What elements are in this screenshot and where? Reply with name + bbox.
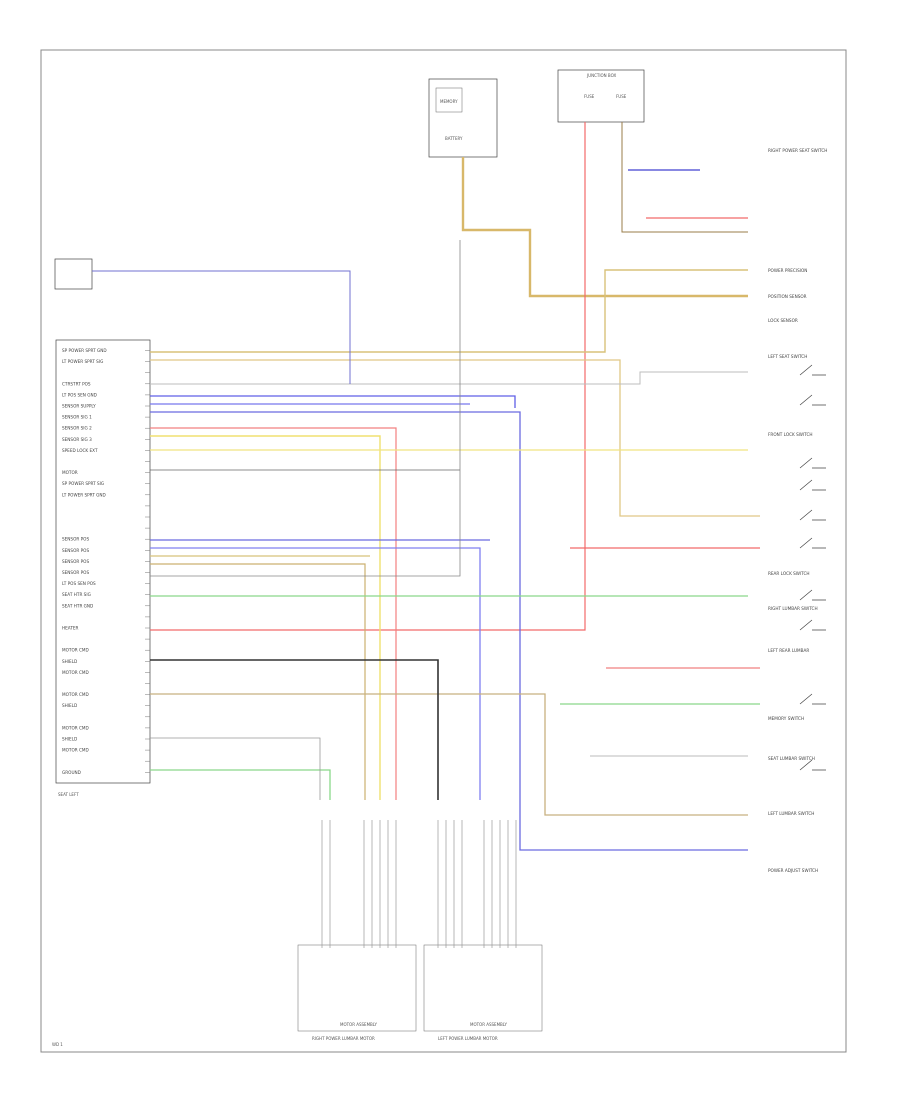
component-label: RIGHT POWER SEAT SWITCH — [768, 148, 827, 153]
motor-wire-group — [321, 820, 517, 948]
pin-label: MOTOR CMD — [62, 748, 89, 753]
wire-fuse-red — [150, 122, 586, 631]
top-module-inner — [435, 87, 463, 113]
upper-left-component — [54, 258, 93, 290]
wire-battery-feed — [461, 157, 748, 298]
pin-label-group: SP POWER SPRT GND LT POWER SPRT SIG CTRSTR… — [62, 348, 150, 775]
main-module-caption: SEAT LEFT — [58, 792, 79, 797]
wire-gray-2 — [150, 240, 461, 577]
wire-fuse-2 — [621, 122, 748, 233]
pin-label: SENSOR SIG 3 — [62, 437, 92, 442]
switch-symbol — [799, 589, 826, 601]
component-label: POWER PRECISION — [768, 268, 807, 273]
component-label: LEFT SEAT SWITCH — [768, 354, 807, 359]
wire-dark-1 — [150, 659, 439, 800]
component-label: REAR LOCK SWITCH — [768, 571, 810, 576]
switch-symbol — [799, 394, 826, 406]
switch-symbol — [799, 537, 826, 549]
top-module-battery: BATTERY — [445, 136, 463, 141]
pin-label: SENSOR SIG 1 — [62, 415, 92, 420]
pin-label: SEAT HTR GND — [62, 603, 93, 608]
component-label: RIGHT LUMBAR SWITCH — [768, 606, 818, 611]
component-label: POSITION SENSOR — [768, 294, 807, 299]
pin-label: SENSOR SUPPLY — [62, 404, 96, 409]
wire-tan-2 — [150, 359, 760, 517]
top-module-title: MEMORY — [440, 99, 458, 104]
pin-label: LT POWER SPRT SIG — [62, 359, 103, 364]
switch-symbol — [799, 509, 826, 521]
wire-blue-3 — [150, 411, 748, 851]
wire-tan-4 — [150, 563, 366, 800]
pin-label: SENSOR POS — [62, 548, 89, 553]
wire-top-blue — [92, 270, 351, 384]
pin-label: GROUND — [62, 770, 81, 775]
diagram-frame — [40, 49, 847, 1053]
pin-label: LT POS SEN GND — [62, 392, 97, 397]
wire-tan-1 — [150, 269, 748, 353]
pin-label: LT POS SEN POS — [62, 581, 96, 586]
right-motor-box — [297, 944, 417, 1032]
switch-symbol — [799, 619, 826, 631]
pin-label: MOTOR — [62, 470, 78, 475]
switch-symbol — [799, 364, 826, 376]
pin-label: LT POWER SPRT GND — [62, 492, 106, 497]
switch-symbol — [799, 759, 826, 771]
pin-label: CTRSTRT POS — [62, 381, 91, 386]
pin-label: SHIELD — [62, 737, 77, 742]
component-label: LOCK SENSOR — [768, 318, 798, 323]
switch-symbol — [799, 457, 826, 469]
pin-label: SENSOR POS — [62, 537, 89, 542]
wire-gray-4 — [150, 737, 321, 800]
pin-label: HEATER — [62, 626, 79, 631]
pin-label: SHIELD — [62, 703, 77, 708]
component-label: LEFT REAR LUMBAR — [768, 648, 809, 653]
wire-yellow-1 — [150, 435, 381, 800]
wire-gray-1 — [150, 371, 748, 385]
switch-symbol — [799, 479, 826, 491]
left-motor-label: MOTOR ASSEMBLY — [470, 1022, 507, 1027]
fuse-label-1: FUSE — [584, 94, 595, 99]
component-label: MEMORY SWITCH — [768, 716, 804, 721]
switch-symbol — [799, 693, 826, 705]
pin-label: MOTOR CMD — [62, 670, 89, 675]
wire-blue-1 — [150, 395, 516, 408]
component-label: LEFT LUMBAR SWITCH — [768, 811, 814, 816]
pin-label: SPEED LOCK EXT — [62, 448, 98, 453]
pin-label: SHIELD — [62, 659, 77, 664]
left-motor-caption: LEFT POWER LUMBAR MOTOR — [438, 1036, 498, 1041]
junction-box — [557, 69, 645, 123]
wire-red-1 — [150, 427, 397, 800]
right-motor-caption: RIGHT POWER LUMBAR MOTOR — [312, 1036, 375, 1041]
top-module-box — [428, 78, 498, 158]
component-label: POWER ADJUST SWITCH — [768, 868, 818, 873]
left-motor-box — [423, 944, 543, 1032]
component-label: FRONT LOCK SWITCH — [768, 432, 813, 437]
right-motor-label: MOTOR ASSEMBLY — [340, 1022, 377, 1027]
component-label-group: RIGHT POWER SEAT SWITCH POWER PRECISION PO… — [768, 148, 827, 873]
pin-label: SEAT HTR SIG — [62, 592, 91, 597]
component-label: SEAT LUMBAR SWITCH — [768, 756, 815, 761]
pin-label: MOTOR CMD — [62, 648, 89, 653]
pin-label: SENSOR POS — [62, 559, 89, 564]
pin-label: SP POWER SPRT SIG — [62, 481, 104, 486]
wire-green-3 — [150, 769, 331, 800]
pin-label: MOTOR CMD — [62, 692, 89, 697]
pin-label: MOTOR CMD — [62, 725, 89, 730]
wire-group — [92, 122, 760, 851]
wire-blue-5 — [150, 547, 481, 800]
wire-tan-5 — [150, 693, 748, 816]
footer-code: WD 1 — [52, 1042, 63, 1047]
pin-label: SENSOR POS — [62, 570, 89, 575]
pin-label: SENSOR SIG 2 — [62, 426, 92, 431]
junction-box-title: JUNCTION BOX — [586, 73, 616, 78]
fuse-label-2: FUSE — [616, 94, 627, 99]
switch-group — [799, 364, 826, 771]
pin-label: SP POWER SPRT GND — [62, 348, 107, 353]
